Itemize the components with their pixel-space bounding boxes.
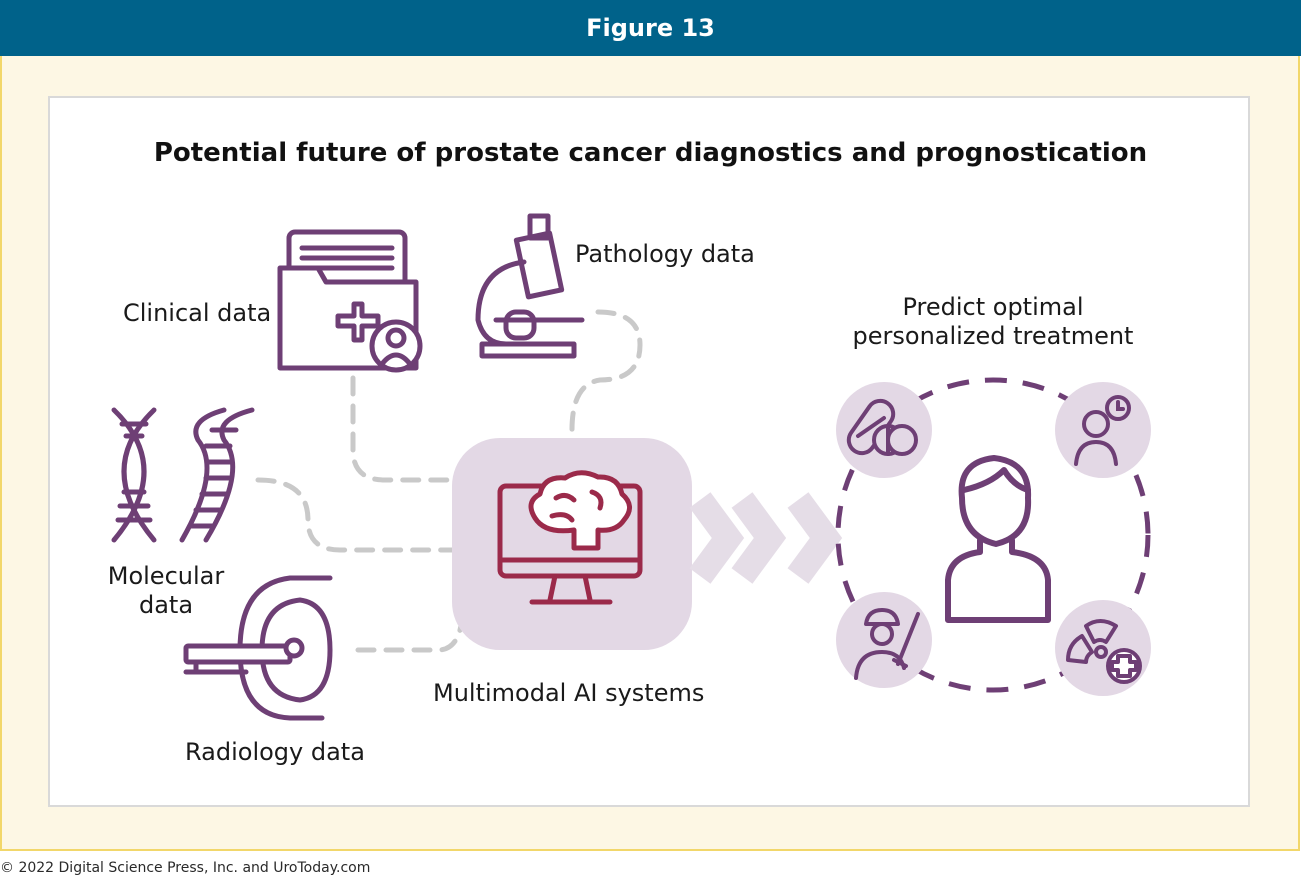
pills-icon xyxy=(846,398,918,456)
patient-clock-badge xyxy=(1055,382,1151,478)
patient-clock-icon xyxy=(1074,395,1131,466)
label-pathology-data: Pathology data xyxy=(575,240,755,268)
label-molecular-line2: data xyxy=(138,591,194,619)
folder-medical-icon xyxy=(277,229,423,373)
connector-molecular xyxy=(255,477,458,553)
surgeon-icon xyxy=(854,608,920,680)
monitor-brain-icon xyxy=(497,470,643,605)
label-multimodal-ai: Multimodal AI systems xyxy=(433,679,705,707)
label-radiology-data: Radiology data xyxy=(185,738,365,766)
mri-scanner-icon xyxy=(183,575,333,721)
label-prediction-line1: Predict optimal xyxy=(902,293,1084,321)
outcome-ring xyxy=(835,377,1151,693)
label-molecular-data: Molecular data xyxy=(96,562,236,620)
patient-person-icon xyxy=(945,455,1051,623)
radiation-icon xyxy=(1066,619,1142,684)
connector-radiology xyxy=(355,617,465,653)
dna-double-helix-icon xyxy=(111,407,157,543)
label-molecular-line1: Molecular xyxy=(107,562,225,590)
microscope-icon xyxy=(475,213,585,359)
figure-header: Figure 13 xyxy=(0,0,1301,56)
diagram-title: Potential future of prostate cancer diag… xyxy=(153,138,1148,168)
surgeon-badge xyxy=(836,592,932,688)
chevron-arrows-icon xyxy=(689,492,843,584)
figure-title: Figure 13 xyxy=(586,14,715,42)
connector-clinical xyxy=(350,375,458,483)
connector-pathology xyxy=(569,309,643,448)
label-clinical-data: Clinical data xyxy=(123,299,272,327)
copyright-footer: © 2022 Digital Science Press, Inc. and U… xyxy=(0,860,371,876)
label-prediction-line2: personalized treatment xyxy=(852,322,1134,350)
dna-single-strand-icon xyxy=(179,407,255,543)
label-prediction: Predict optimal personalized treatment xyxy=(833,293,1153,351)
